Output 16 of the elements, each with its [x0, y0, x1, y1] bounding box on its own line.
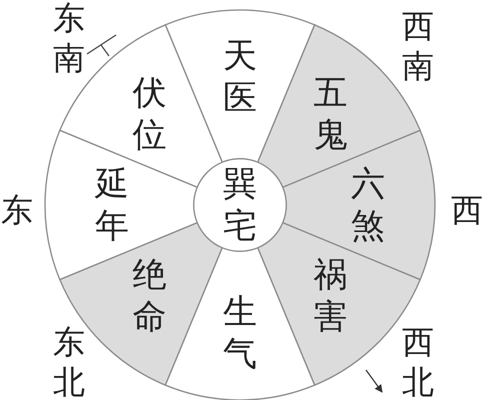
direction-label: 西: [450, 190, 484, 230]
sector-label: 五鬼: [312, 72, 348, 156]
sector-label: 伏位: [131, 72, 168, 156]
direction-label: 西北: [401, 322, 435, 400]
direction-label: 西南: [401, 6, 435, 86]
sector-label: 天医: [222, 35, 258, 119]
direction-label: 东: [0, 190, 34, 230]
direction-label: 东北: [52, 322, 86, 400]
center-label: 巽宅: [222, 163, 258, 247]
center-circle: [193, 158, 287, 252]
sector-label: 延年: [94, 163, 130, 247]
sector-label: 祸害: [312, 254, 348, 338]
sector-label: 六煞: [350, 163, 386, 247]
sector-label: 生气: [222, 291, 258, 375]
direction-label: 东南: [52, 0, 86, 78]
sector-label: 绝命: [131, 254, 168, 338]
